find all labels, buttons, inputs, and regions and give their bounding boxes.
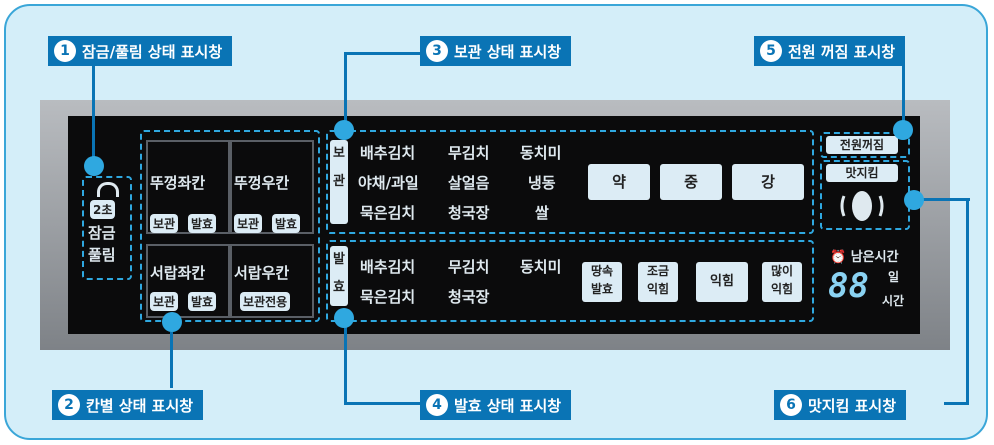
- unit-hour: 시간: [882, 294, 905, 308]
- callout-fermentation-status: 4 발효 상태 표시창: [420, 390, 572, 420]
- unlock-label: 풀림: [88, 246, 116, 264]
- level-text: 익힘: [770, 282, 794, 296]
- fermentation-item: 묵은김치: [360, 288, 416, 306]
- storage-item: 배추김치: [360, 144, 416, 162]
- remaining-digits: 88: [828, 266, 869, 306]
- marker-dot-6: [904, 190, 924, 210]
- fermentation-item: 동치미: [520, 258, 562, 276]
- callout-compartment-status: 2 칸별 상태 표시창: [52, 390, 204, 420]
- lock-icon: [97, 182, 119, 197]
- storage-title: 보관: [330, 140, 348, 224]
- tag-fermentation: 발효: [188, 214, 217, 233]
- level-text: 익힘: [646, 282, 670, 296]
- storage-item: 살얼음: [448, 174, 490, 192]
- storage-item: 무김치: [448, 144, 490, 162]
- storage-item: 냉동: [528, 174, 556, 192]
- callout-number: 5: [760, 40, 782, 62]
- level-ripe: 익힘: [696, 262, 748, 302]
- level-medium: 중: [660, 164, 722, 200]
- marker-dot-3: [334, 120, 354, 140]
- tag-storage: 보관: [150, 292, 179, 311]
- level-text: 땅속: [590, 264, 614, 278]
- marker-dot-4: [334, 308, 354, 328]
- tag-storage-only: 보관전용: [240, 292, 291, 311]
- tag-fermentation: 발효: [188, 292, 217, 311]
- callout-text: 칸별 상태 표시창: [86, 396, 194, 415]
- connector-4a: [344, 320, 347, 404]
- compartment-name: 서랍좌칸: [150, 264, 206, 282]
- compartment-lid-left: [146, 140, 230, 234]
- connector-4b: [344, 402, 424, 405]
- unit-day: 일: [888, 270, 900, 284]
- compartment-name: 뚜껑좌칸: [150, 174, 206, 192]
- connector-6b: [966, 198, 969, 404]
- compartment-lid-right: [230, 140, 314, 234]
- fermentation-title: 발효: [330, 246, 348, 306]
- level-text: 발효: [590, 282, 614, 296]
- power-off-area: [820, 132, 910, 158]
- compartment-drawer-left: [146, 244, 230, 318]
- callout-number: 4: [426, 394, 448, 416]
- callout-text: 발효 상태 표시창: [454, 396, 562, 415]
- marker-dot-2: [162, 312, 182, 332]
- connector-6c: [944, 402, 969, 405]
- level-strong: 강: [732, 164, 804, 200]
- connector-3b: [344, 52, 347, 130]
- callout-lock-status: 1 잠금/풀림 상태 표시창: [48, 36, 233, 66]
- callout-flavor-keeper: 6 맛지킴 표시창: [774, 390, 907, 420]
- level-weak: 약: [588, 164, 650, 200]
- fermentation-item: 청국장: [448, 288, 490, 306]
- storage-item: 야채/과일: [358, 174, 419, 192]
- tag-fermentation: 발효: [272, 214, 301, 233]
- storage-item: 묵은김치: [360, 204, 416, 222]
- connector-5: [902, 52, 905, 128]
- connector-6a: [922, 198, 970, 201]
- storage-area: [326, 130, 814, 234]
- remaining-time-label: ⏰ 남은시간: [830, 250, 899, 265]
- callout-power-off: 5 전원 꺼짐 표시창: [754, 36, 906, 66]
- power-off-indicator: 전원꺼짐: [826, 136, 898, 154]
- fermentation-item: 무김치: [448, 258, 490, 276]
- marker-dot-5: [893, 120, 913, 140]
- compartment-area: [140, 130, 320, 322]
- level-text: 조금: [646, 264, 670, 278]
- fermentation-item: 배추김치: [360, 258, 416, 276]
- remaining-label-text: 남은시간: [850, 250, 899, 265]
- callout-storage-status: 3 보관 상태 표시창: [420, 36, 572, 66]
- compartment-drawer-right: [230, 244, 314, 318]
- tag-storage: 보관: [150, 214, 179, 233]
- callout-text: 보관 상태 표시창: [454, 42, 562, 61]
- tag-storage: 보관: [234, 214, 263, 233]
- lock-label: 잠금: [88, 224, 116, 242]
- connector-3a: [344, 52, 424, 55]
- compartment-name: 뚜껑우칸: [234, 174, 290, 192]
- callout-number: 6: [780, 394, 802, 416]
- flavor-indicator: 맛지킴: [826, 164, 898, 182]
- callout-number: 2: [58, 394, 80, 416]
- callout-text: 맛지킴 표시창: [808, 396, 897, 415]
- level-text: 많이: [770, 264, 794, 278]
- callout-text: 전원 꺼짐 표시창: [788, 42, 896, 61]
- callout-number: 1: [54, 40, 76, 62]
- storage-item: 청국장: [448, 204, 490, 222]
- connector-2: [170, 332, 173, 388]
- fermentation-area: [326, 240, 814, 322]
- connector-1: [92, 66, 95, 162]
- compartment-name: 서랍우칸: [234, 264, 290, 282]
- level-text: 익힘: [710, 274, 734, 289]
- storage-item: 동치미: [520, 144, 562, 162]
- callout-number: 3: [426, 40, 448, 62]
- lock-seconds: 2초: [90, 200, 116, 219]
- storage-item: 쌀: [535, 204, 549, 222]
- cabbage-icon: [840, 191, 884, 221]
- marker-dot-1: [84, 156, 104, 176]
- callout-text: 잠금/풀림 상태 표시창: [82, 42, 223, 61]
- lock-area: [82, 176, 132, 280]
